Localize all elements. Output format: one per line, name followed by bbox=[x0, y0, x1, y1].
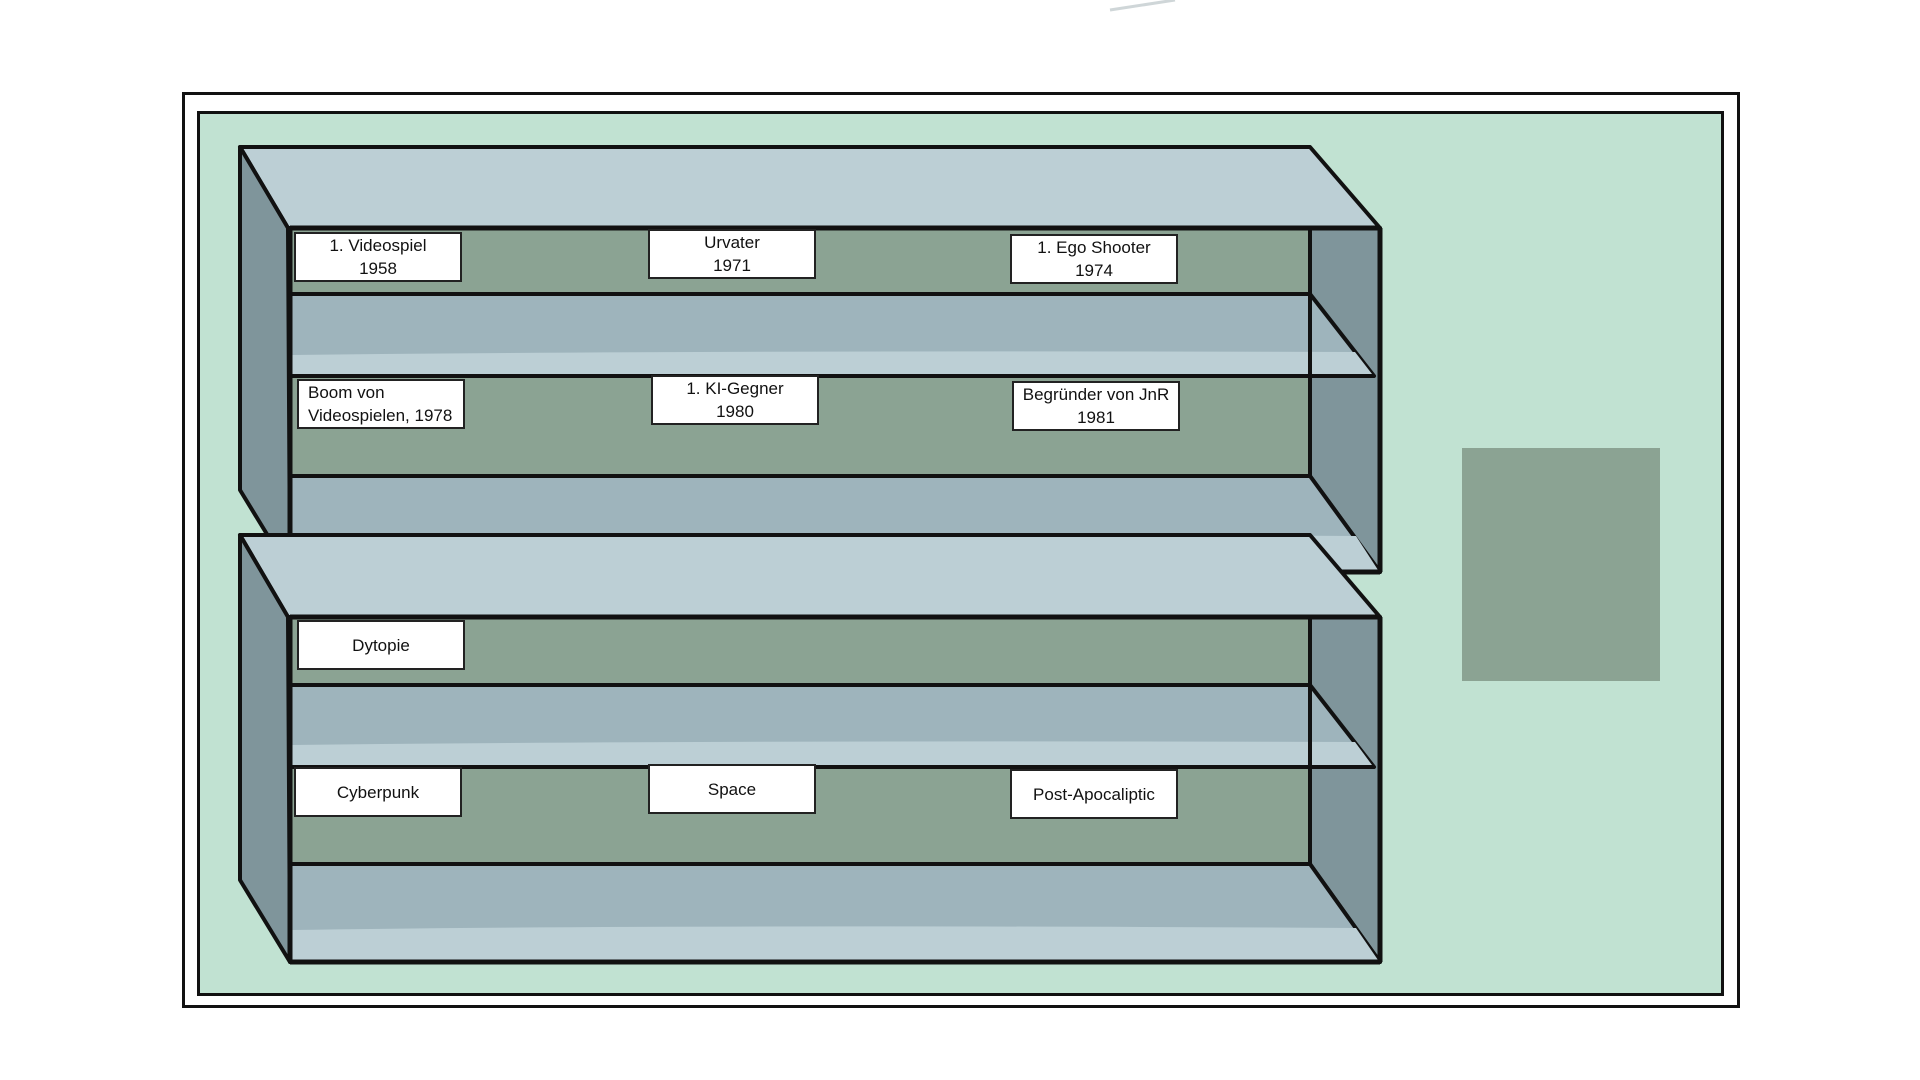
card-line: 1. KI-Gegner bbox=[686, 379, 784, 398]
card-line: Videospielen, 1978 bbox=[308, 406, 453, 425]
upper-top-slab bbox=[238, 145, 1382, 230]
card-line: Urvater bbox=[704, 233, 760, 252]
card-line: 1. Ego Shooter bbox=[1037, 238, 1151, 257]
card-line: 1981 bbox=[1077, 408, 1115, 427]
upper-bookcase bbox=[238, 145, 1383, 575]
card-line: Cyberpunk bbox=[336, 782, 420, 802]
card-videospiel[interactable]: 1. Videospiel 1958 bbox=[294, 232, 462, 282]
card-line: 1. Videospiel bbox=[329, 236, 427, 255]
board-highlight bbox=[292, 351, 1372, 374]
card-boom-videospiele[interactable]: Boom von Videospielen, 1978 bbox=[297, 379, 465, 429]
card-line: Post-Apocaliptic bbox=[1033, 784, 1155, 804]
card-ego-shooter[interactable]: 1. Ego Shooter 1974 bbox=[1010, 234, 1178, 284]
card-line: 1971 bbox=[713, 256, 751, 275]
card-line: Boom von bbox=[308, 383, 385, 402]
top-stroke bbox=[1109, 0, 1176, 12]
card-line: Space bbox=[707, 779, 757, 799]
card-line: 1974 bbox=[1075, 261, 1113, 280]
card-dystopie[interactable]: Dytopie bbox=[297, 620, 465, 670]
card-ki-gegner[interactable]: 1. KI-Gegner 1980 bbox=[651, 375, 819, 425]
card-post-apocaliptic[interactable]: Post-Apocaliptic bbox=[1010, 769, 1178, 819]
board-highlight bbox=[292, 926, 1378, 960]
card-line: 1958 bbox=[359, 259, 397, 278]
card-line: Begründer von JnR bbox=[1022, 385, 1170, 404]
lower-bookcase bbox=[238, 533, 1383, 965]
drop-zone[interactable] bbox=[1462, 448, 1660, 681]
card-urvater[interactable]: Urvater 1971 bbox=[648, 229, 816, 279]
card-space[interactable]: Space bbox=[648, 764, 816, 814]
card-cyberpunk[interactable]: Cyberpunk bbox=[294, 767, 462, 817]
card-line: Dytopie bbox=[352, 635, 410, 655]
lower-top-slab bbox=[238, 533, 1382, 619]
board-highlight bbox=[292, 741, 1372, 765]
card-jnr[interactable]: Begründer von JnR 1981 bbox=[1012, 381, 1180, 431]
card-line: 1980 bbox=[716, 402, 754, 421]
